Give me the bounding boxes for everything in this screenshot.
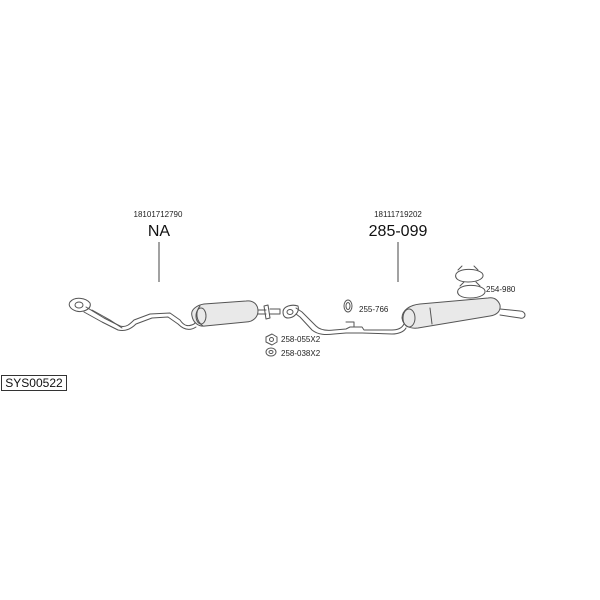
clamp-set [455,265,486,299]
center-silencer [191,300,267,327]
system-code: SYS00522 [5,376,63,390]
front-pipe-partno: 18101712790 [134,210,183,219]
middle-pipe [295,307,407,335]
flange-joint [282,304,299,319]
rear-silencer [401,297,526,329]
clamp-set-label: 254-980 [486,285,516,294]
rear-code: 285-099 [369,223,428,240]
rear-partno: 18111719202 [374,210,422,219]
rubber-mount [343,299,353,313]
washer-icon [265,347,277,357]
nut-icon [265,333,278,346]
system-code-box: SYS00522 [1,375,67,391]
nut-hole [269,337,274,342]
front-pipe [68,297,197,331]
joint-clamp [263,304,281,320]
washer-label: 258-038X2 [281,349,321,358]
nut-label: 258-055X2 [281,335,321,344]
front-pipe-code: NA [148,223,171,240]
rubber-mount-label: 255-766 [359,305,389,314]
